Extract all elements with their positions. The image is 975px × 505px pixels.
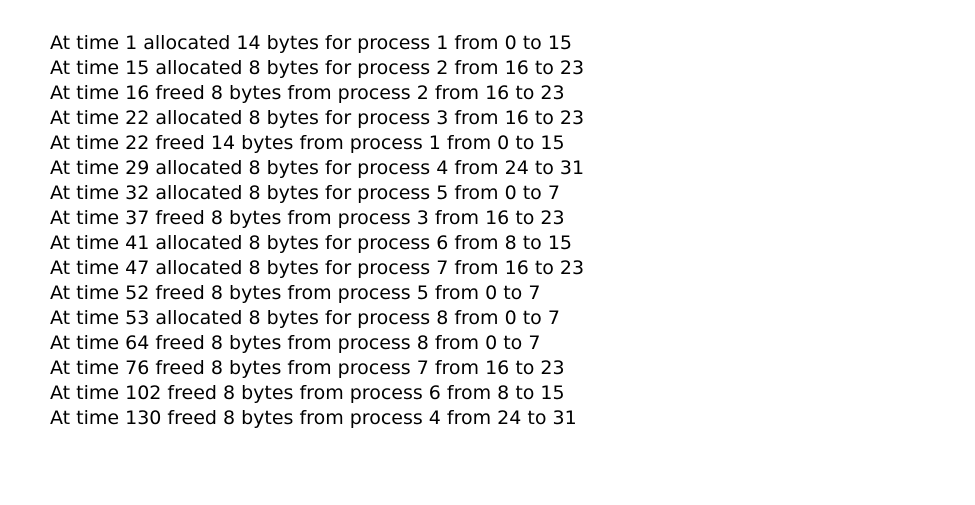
log-line: At time 64 freed 8 bytes from process 8 … [50, 332, 541, 354]
log-line: At time 76 freed 8 bytes from process 7 … [50, 357, 565, 379]
log-line: At time 130 freed 8 bytes from process 4… [50, 407, 577, 429]
log-line: At time 15 allocated 8 bytes for process… [50, 57, 585, 79]
log-line: At time 32 allocated 8 bytes for process… [50, 182, 560, 204]
log-line: At time 53 allocated 8 bytes for process… [50, 307, 560, 329]
log-line: At time 29 allocated 8 bytes for process… [50, 157, 585, 179]
log-line: At time 1 allocated 14 bytes for process… [50, 32, 573, 54]
log-line: At time 47 allocated 8 bytes for process… [50, 257, 585, 279]
log-line: At time 41 allocated 8 bytes for process… [50, 232, 573, 254]
log-line: At time 22 freed 14 bytes from process 1… [50, 132, 565, 154]
log-line: At time 37 freed 8 bytes from process 3 … [50, 207, 565, 229]
memory-allocation-log: At time 1 allocated 14 bytes for process… [50, 31, 584, 431]
log-line: At time 22 allocated 8 bytes for process… [50, 107, 585, 129]
log-line: At time 52 freed 8 bytes from process 5 … [50, 282, 541, 304]
log-line: At time 102 freed 8 bytes from process 6… [50, 382, 565, 404]
log-line: At time 16 freed 8 bytes from process 2 … [50, 82, 565, 104]
